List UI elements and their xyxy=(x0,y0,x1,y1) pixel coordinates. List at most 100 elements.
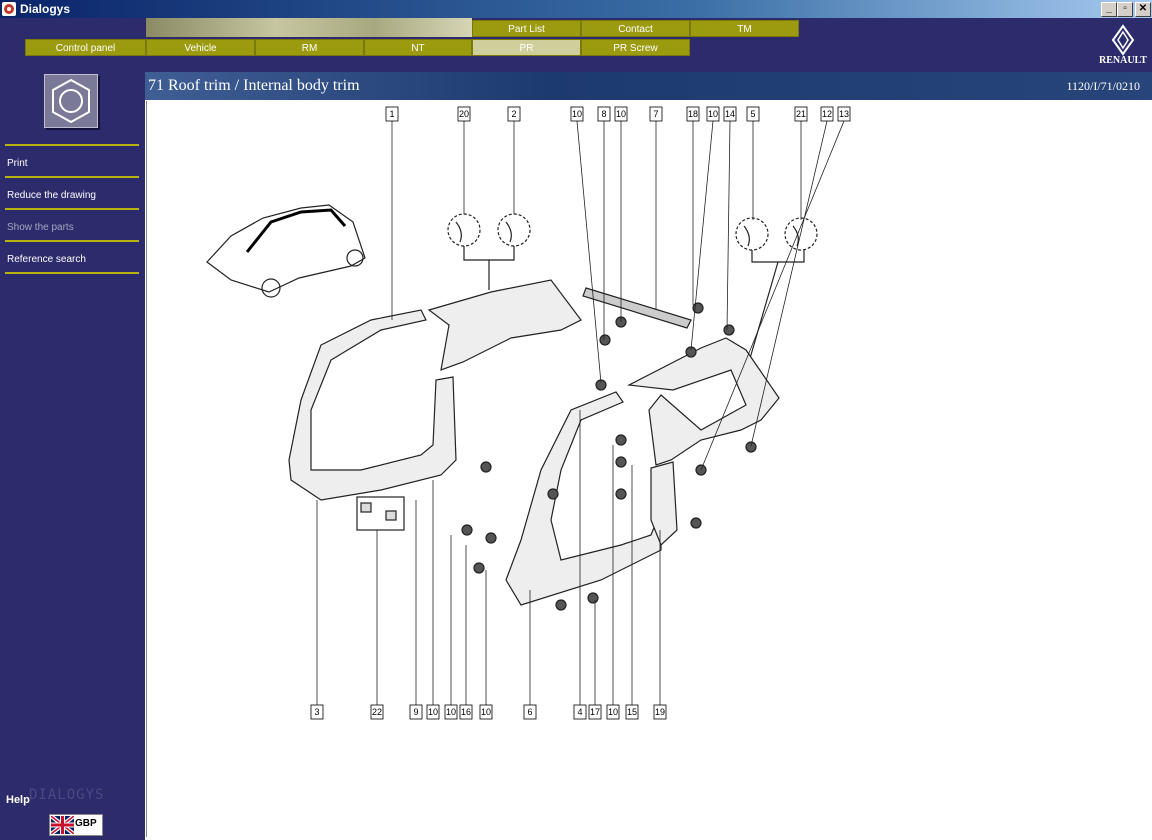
tab-pr-screw[interactable]: PR Screw xyxy=(581,39,690,56)
fastener xyxy=(555,599,567,611)
detail-section xyxy=(792,225,799,247)
roof-strip xyxy=(582,287,692,329)
callout-top-0[interactable]: 1 xyxy=(385,106,399,320)
car-roof-trim xyxy=(245,208,347,253)
callout-label: 13 xyxy=(839,109,849,119)
callout-label: 15 xyxy=(627,707,637,717)
print-menu-item[interactable]: Print xyxy=(7,158,28,169)
hex-nut-icon xyxy=(44,74,98,128)
callout-bottom-5[interactable]: 16 xyxy=(459,545,473,720)
reference-search-menu-item[interactable]: Reference search xyxy=(7,254,86,265)
callout-top-13[interactable]: 13 xyxy=(700,106,851,471)
callout-bottom-9[interactable]: 17 xyxy=(588,600,602,720)
callout-top-5[interactable]: 10 xyxy=(614,106,628,322)
currency-selector[interactable]: GBP xyxy=(49,814,103,836)
callout-label: 14 xyxy=(725,109,735,119)
callout-bottom-11[interactable]: 15 xyxy=(625,465,639,720)
header-decoration xyxy=(146,18,472,37)
callout-bottom-7[interactable]: 6 xyxy=(523,590,537,720)
callout-bottom-4[interactable]: 10 xyxy=(444,535,458,720)
callout-top-9[interactable]: 14 xyxy=(723,106,737,331)
reduce-drawing-menu-item[interactable]: Reduce the drawing xyxy=(7,190,96,201)
callout-top-2[interactable]: 2 xyxy=(507,106,521,214)
fastener xyxy=(745,441,757,453)
tab-tm[interactable]: TM xyxy=(690,20,799,37)
detail-circle xyxy=(497,213,531,247)
fastener xyxy=(547,488,559,500)
tab-contact[interactable]: Contact xyxy=(581,20,690,37)
tab-nt[interactable]: NT xyxy=(364,39,472,56)
callout-top-6[interactable]: 7 xyxy=(649,106,663,310)
callout-label: 3 xyxy=(314,707,319,717)
callout-bottom-3[interactable]: 10 xyxy=(426,480,440,720)
callout-label: 2 xyxy=(511,109,516,119)
page-title: 71 Roof trim / Internal body trim xyxy=(148,77,360,94)
callout-bottom-0[interactable]: 3 xyxy=(310,500,324,720)
fastener xyxy=(690,517,702,529)
callout-label: 10 xyxy=(708,109,718,119)
callout-top-12[interactable]: 12 xyxy=(750,106,834,447)
tab-control-panel[interactable]: Control panel xyxy=(25,39,146,56)
callout-bottom-12[interactable]: 19 xyxy=(653,530,667,720)
callout-top-7[interactable]: 18 xyxy=(686,106,700,305)
renault-diamond-icon xyxy=(1111,24,1135,56)
callout-label: 4 xyxy=(577,707,582,717)
fastener xyxy=(587,592,599,604)
fastener xyxy=(485,532,497,544)
callout-bottom-10[interactable]: 10 xyxy=(606,445,620,720)
show-parts-menu-item[interactable]: Show the parts xyxy=(7,222,74,233)
menu-divider xyxy=(5,208,139,210)
clip-box xyxy=(356,496,405,531)
callout-top-4[interactable]: 8 xyxy=(597,106,611,340)
fastener xyxy=(615,456,627,468)
window-titlebar: Dialogys _ ▫ ✕ xyxy=(0,0,1152,18)
callout-top-11[interactable]: 21 xyxy=(794,106,808,220)
uk-flag-icon xyxy=(51,816,74,834)
menu-divider xyxy=(5,176,139,178)
renault-logo: RENAULT xyxy=(1096,24,1150,68)
help-link[interactable]: Help xyxy=(6,794,30,806)
callout-label: 10 xyxy=(572,109,582,119)
car-wheel xyxy=(261,278,281,298)
callout-top-1[interactable]: 20 xyxy=(457,106,471,214)
app-header: Part List Contact TM Control panel Vehic… xyxy=(0,18,1152,72)
drawing-reference: 1120/I/71/0210 xyxy=(1066,79,1140,93)
clip xyxy=(385,510,397,521)
tab-vehicle[interactable]: Vehicle xyxy=(146,39,255,56)
fastener xyxy=(615,488,627,500)
center-pillar-trim xyxy=(505,391,662,606)
callout-label: 10 xyxy=(446,707,456,717)
close-button[interactable]: ✕ xyxy=(1135,2,1151,17)
callout-top-8[interactable]: 10 xyxy=(690,106,720,351)
callout-bottom-1[interactable]: 22 xyxy=(370,530,384,720)
callout-top-10[interactable]: 5 xyxy=(746,106,760,220)
menu-divider xyxy=(5,272,139,274)
currency-label: GBP xyxy=(75,818,97,829)
fastener xyxy=(461,524,473,536)
app-icon xyxy=(2,2,16,16)
callout-bottom-8[interactable]: 4 xyxy=(573,410,587,720)
fastener xyxy=(599,334,611,346)
minimize-button[interactable]: _ xyxy=(1101,2,1117,17)
callout-top-3[interactable]: 10 xyxy=(570,106,602,384)
detail-section xyxy=(455,221,462,243)
callout-bottom-2[interactable]: 9 xyxy=(409,500,423,720)
menu-divider xyxy=(5,144,139,146)
callout-label: 22 xyxy=(372,707,382,717)
tab-rm[interactable]: RM xyxy=(255,39,364,56)
sidebar: Print Reduce the drawing Show the parts … xyxy=(0,72,145,840)
callout-label: 10 xyxy=(616,109,626,119)
tab-pr[interactable]: PR xyxy=(472,39,581,56)
fastener xyxy=(723,324,735,336)
detail-section xyxy=(505,221,512,243)
maximize-button[interactable]: ▫ xyxy=(1117,2,1133,17)
callout-label: 21 xyxy=(796,109,806,119)
side-panel-trim xyxy=(288,309,457,501)
fastener xyxy=(615,434,627,446)
callout-label: 10 xyxy=(608,707,618,717)
tab-part-list[interactable]: Part List xyxy=(472,20,581,37)
callout-bottom-6[interactable]: 10 xyxy=(479,570,493,720)
page-heading: 71 Roof trim / Internal body trim 1120/I… xyxy=(145,72,1152,100)
